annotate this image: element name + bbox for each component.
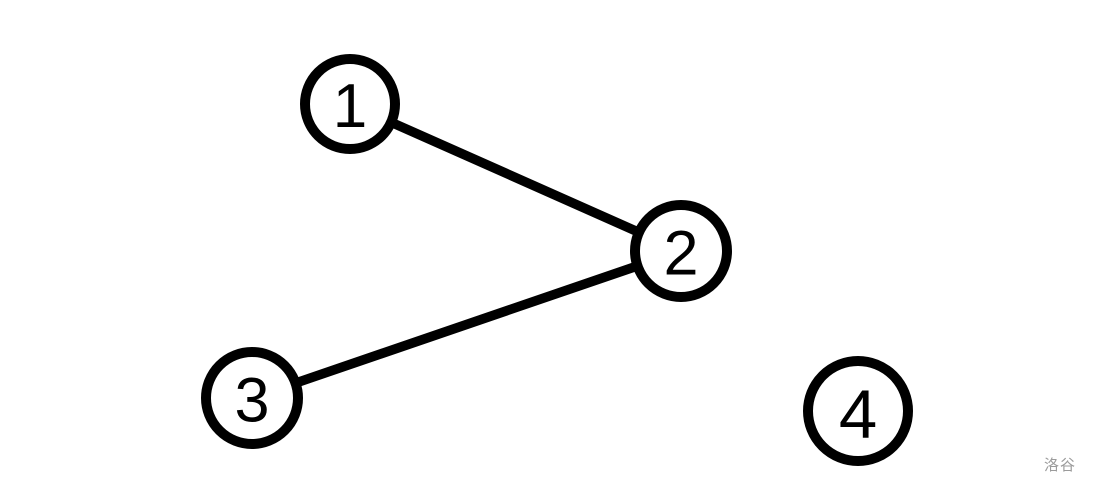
watermark-text: 洛谷 xyxy=(1043,456,1076,474)
graph-node-circle-2 xyxy=(630,200,732,302)
graph-node-circle-1 xyxy=(300,54,400,154)
graph-node-3: 3 xyxy=(201,347,303,449)
graph-node-circle-4 xyxy=(803,356,913,466)
graph-edge-3-2 xyxy=(247,246,686,403)
edges-layer xyxy=(247,99,686,403)
graph-node-circle-3 xyxy=(201,347,303,449)
graph-node-label-3: 3 xyxy=(234,366,269,436)
graph-node-label-1: 1 xyxy=(333,72,367,141)
graph-node-1: 1 xyxy=(300,54,400,154)
graph-edge-1-2 xyxy=(345,99,686,256)
graph-node-4: 4 xyxy=(803,356,913,466)
graph-node-label-4: 4 xyxy=(839,375,877,452)
nodes-layer: 1 2 3 4 xyxy=(201,54,913,466)
graph-node-label-2: 2 xyxy=(663,219,698,289)
graph-node-2: 2 xyxy=(630,200,732,302)
